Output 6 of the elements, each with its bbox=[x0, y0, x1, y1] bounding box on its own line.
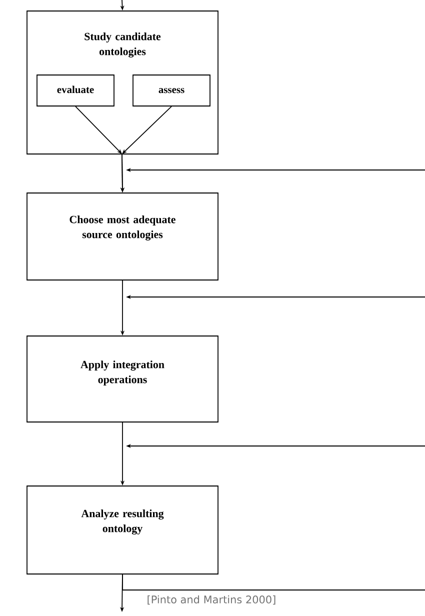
step-box: Apply integration operations bbox=[26, 336, 218, 422]
citation: [Pinto and Martins 2000] bbox=[148, 595, 276, 605]
step-box: Choose most adequate source ontologies bbox=[26, 192, 218, 280]
sub-step-box: evaluate bbox=[36, 74, 114, 106]
sub-step-box: assess bbox=[132, 74, 210, 106]
step-box: Analyze resulting ontology bbox=[26, 486, 218, 574]
